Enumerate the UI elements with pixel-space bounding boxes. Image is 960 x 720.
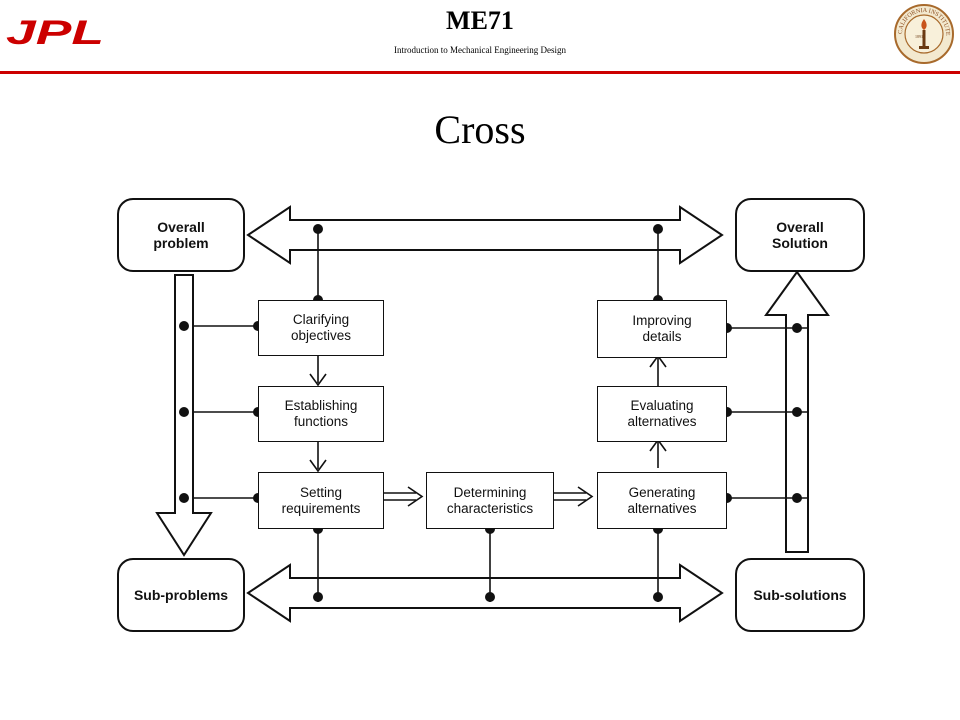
overall-solution-label: Overall Solution — [772, 219, 828, 251]
course-subtitle: Introduction to Mechanical Engineering D… — [394, 45, 566, 55]
course-title: ME71 — [446, 6, 514, 35]
jpl-logo: JPL — [6, 14, 104, 48]
sub-solutions-box: Sub-solutions — [735, 558, 865, 632]
sub-solutions-label: Sub-solutions — [753, 587, 847, 603]
stage-generating-alternatives: Generating alternatives — [597, 472, 727, 529]
stage-label: Setting requirements — [281, 484, 361, 516]
slide-title: Cross — [434, 107, 526, 152]
stage-improving-details: Improving details — [597, 300, 727, 358]
sub-problems-label: Sub-problems — [133, 587, 229, 603]
overall-problem-label: Overall problem — [153, 219, 209, 251]
top-double-arrow — [246, 205, 724, 265]
stage-establishing-functions: Establishing functions — [258, 386, 384, 442]
stage-clarifying-objectives: Clarifying objectives — [258, 300, 384, 356]
stage-label: Generating alternatives — [627, 484, 697, 516]
cross-design-process-diagram: Overall problem Overall Solution Sub-pro… — [100, 180, 890, 650]
sub-problems-box: Sub-problems — [117, 558, 245, 632]
stage-determining-characteristics: Determining characteristics — [426, 472, 554, 529]
stage-label: Improving details — [632, 313, 692, 344]
header-divider — [0, 71, 960, 74]
overall-problem-box: Overall problem — [117, 198, 245, 272]
diagram-connectors — [155, 205, 830, 623]
bottom-double-arrow — [246, 563, 724, 623]
stage-label: Determining characteristics — [446, 484, 534, 516]
stage-label: Evaluating alternatives — [627, 398, 697, 429]
stage-evaluating-alternatives: Evaluating alternatives — [597, 386, 727, 442]
jpl-logo-text: JPL — [6, 14, 104, 48]
overall-solution-box: Overall Solution — [735, 198, 865, 272]
stage-label: Clarifying objectives — [290, 312, 352, 343]
caltech-seal: CALIFORNIA INSTITUTE OF TECHNOLOGY 1891 — [893, 3, 954, 64]
slide-header: JPL ME71 Introduction to Mechanical Engi… — [0, 0, 960, 76]
seal-year: 1891 — [915, 34, 923, 39]
stage-setting-requirements: Setting requirements — [258, 472, 384, 529]
stage-label: Establishing functions — [284, 398, 358, 429]
